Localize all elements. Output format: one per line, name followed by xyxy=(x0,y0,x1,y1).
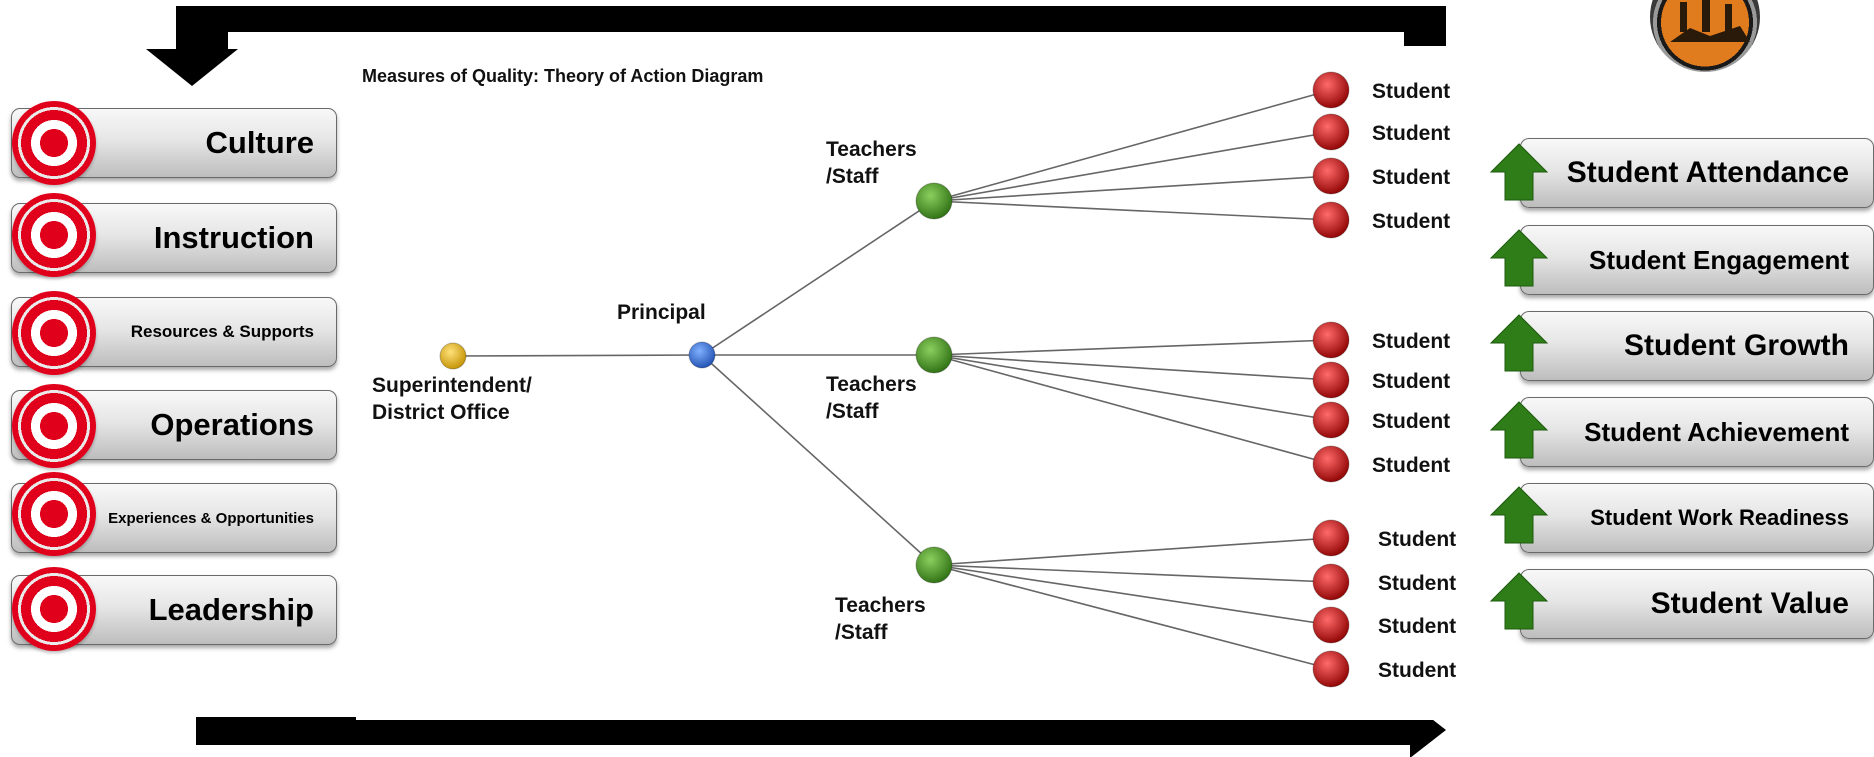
student-label: Student xyxy=(1372,122,1450,145)
staff-label-3: /Staff xyxy=(835,621,889,644)
target-icon xyxy=(12,567,96,651)
student-value-label: Student Value xyxy=(1650,587,1849,620)
edge-teacher-student xyxy=(933,354,1332,421)
edge-teacher-student xyxy=(933,175,1332,202)
up-arrow-icon xyxy=(1489,401,1549,459)
student-label: Student xyxy=(1378,615,1456,638)
student-label: Student xyxy=(1372,410,1450,433)
edge-teacher-student xyxy=(933,354,1332,465)
edge-teacher-student xyxy=(933,564,1332,583)
student-node xyxy=(1312,563,1350,601)
student-node xyxy=(1312,519,1350,557)
student-node xyxy=(1312,606,1350,644)
edge-teacher-student xyxy=(933,339,1332,356)
student-attendance-button[interactable]: Student Attendance xyxy=(1520,138,1874,208)
operations-label: Operations xyxy=(150,407,314,442)
theory-of-action-diagram: Measures of Quality: Theory of Action Di… xyxy=(356,50,1506,720)
student-engagement-button[interactable]: Student Engagement xyxy=(1520,225,1874,295)
student-label: Student xyxy=(1372,166,1450,189)
teachers-label-1: Teachers xyxy=(826,138,917,161)
up-arrow-icon xyxy=(1489,229,1549,287)
up-arrow-icon xyxy=(1489,314,1549,372)
edge-teacher-student xyxy=(933,537,1332,566)
teacher-staff-node xyxy=(915,182,953,220)
superintendent-label: Superintendent/ xyxy=(372,374,532,397)
bottom-flow-arrow xyxy=(196,702,1446,757)
edge-teacher-student xyxy=(933,200,1332,221)
edge-teacher-student xyxy=(933,89,1332,202)
target-icon xyxy=(12,472,96,556)
edge-principal-teacher xyxy=(701,200,935,356)
student-achievement-label: Student Achievement xyxy=(1584,416,1849,447)
student-label: Student xyxy=(1378,528,1456,551)
student-achievement-button[interactable]: Student Achievement xyxy=(1520,397,1874,467)
target-icon xyxy=(12,291,96,375)
up-arrow-icon xyxy=(1489,143,1549,201)
diagram-title: Measures of Quality: Theory of Action Di… xyxy=(362,66,763,86)
district-office-label: District Office xyxy=(372,401,510,424)
instruction-label: Instruction xyxy=(153,220,314,255)
student-node xyxy=(1312,401,1350,439)
edge-teacher-student xyxy=(933,354,1332,381)
student-label: Student xyxy=(1372,370,1450,393)
logo-badge xyxy=(1650,0,1760,72)
diagram-nodes xyxy=(439,71,1350,688)
student-label: Student xyxy=(1372,80,1450,103)
staff-label-1: /Staff xyxy=(826,165,880,188)
student-node xyxy=(1312,201,1350,239)
teacher-staff-node xyxy=(915,546,953,584)
student-growth-button[interactable]: Student Growth xyxy=(1520,311,1874,381)
leadership-label: Leadership xyxy=(148,592,314,627)
student-attendance-label: Student Attendance xyxy=(1566,156,1849,189)
student-labels: StudentStudentStudentStudentStudentStude… xyxy=(1372,80,1456,682)
student-node xyxy=(1312,321,1350,359)
teachers-label-3: Teachers xyxy=(835,594,926,617)
up-arrow-icon xyxy=(1489,486,1549,544)
hikers-silhouette-icon xyxy=(1670,0,1750,42)
diagram-edges xyxy=(452,89,1332,670)
up-arrow-icon xyxy=(1489,572,1549,630)
resources-supports-label: Resources & Supports xyxy=(130,322,314,341)
experiences-opportunities-label: Experiences & Opportunities xyxy=(108,509,314,527)
student-value-button[interactable]: Student Value xyxy=(1520,569,1874,639)
staff-label-2: /Staff xyxy=(826,400,880,423)
principal-node xyxy=(688,341,716,369)
edge-principal-teacher xyxy=(701,354,935,566)
student-label: Student xyxy=(1372,210,1450,233)
student-work-readiness-label: Student Work Readiness xyxy=(1590,505,1849,530)
student-label: Student xyxy=(1378,572,1456,595)
teachers-label-2: Teachers xyxy=(826,373,917,396)
student-label: Student xyxy=(1378,659,1456,682)
principal-label: Principal xyxy=(617,301,706,324)
student-node xyxy=(1312,157,1350,195)
student-node xyxy=(1312,650,1350,688)
student-work-readiness-button[interactable]: Student Work Readiness xyxy=(1520,483,1874,553)
student-engagement-label: Student Engagement xyxy=(1588,244,1849,275)
superintendent-node xyxy=(439,342,467,370)
teacher-staff-node xyxy=(915,336,953,374)
edge-teacher-student xyxy=(933,131,1332,202)
student-node xyxy=(1312,361,1350,399)
target-icon xyxy=(12,193,96,277)
edge-teacher-student xyxy=(933,564,1332,670)
diagram-canvas: Measures of Quality: Theory of Action Di… xyxy=(362,66,1456,688)
target-icon xyxy=(12,384,96,468)
student-node xyxy=(1312,71,1350,109)
target-icon xyxy=(12,101,96,185)
edge-superintendent-principal xyxy=(452,354,703,357)
edge-teacher-student xyxy=(933,564,1332,626)
student-label: Student xyxy=(1372,330,1450,353)
student-node xyxy=(1312,113,1350,151)
culture-label: Culture xyxy=(205,125,315,160)
student-growth-label: Student Growth xyxy=(1624,329,1849,362)
student-node xyxy=(1312,445,1350,483)
top-feedback-arrow xyxy=(146,6,1446,86)
student-label: Student xyxy=(1372,454,1450,477)
